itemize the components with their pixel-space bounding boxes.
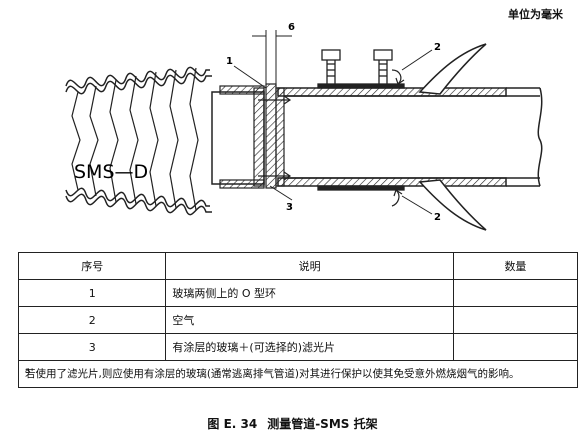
row-qty [452, 306, 579, 334]
caption-number: 图 E. 34 [207, 417, 258, 431]
bolts [317, 49, 405, 191]
parts-table: 序号 说明 数量 1 玻璃两侧上的 O 型环 2 空气 3 有涂层的玻璃＋(可选… [17, 252, 579, 388]
row-qty [452, 333, 579, 361]
dimension-6 [252, 30, 292, 84]
footnote-text: 若使用了滤光片,则应使用有涂层的玻璃(通常逃离排气管道)对其进行保护以使其免受意… [25, 367, 520, 380]
row-no: 3 [17, 333, 167, 361]
callout-3: 3 [286, 202, 293, 213]
table-row: 3 有涂层的玻璃＋(可选择的)滤光片 [17, 333, 579, 361]
row-qty [452, 279, 579, 307]
header-no: 序号 [17, 252, 167, 280]
leader-lines [233, 49, 433, 215]
table-row: 2 空气 [17, 306, 579, 334]
corrugated-hose [65, 66, 212, 216]
footnote: a 若使用了滤光片,则应使用有涂层的玻璃(通常逃离排气管道)对其进行保护以使其免… [18, 360, 578, 388]
sheath-blades [418, 43, 487, 231]
sms-label: SMS—D [74, 161, 148, 183]
table-row: 1 玻璃两侧上的 O 型环 [17, 279, 579, 307]
footnote-mark: a [25, 366, 30, 375]
row-desc: 有涂层的玻璃＋(可选择的)滤光片 [165, 333, 454, 361]
unit-note: 单位为毫米 [508, 8, 563, 21]
measuring-pipe [277, 87, 543, 187]
dimension-label: 6 [288, 22, 295, 33]
footnote-row: a 若使用了滤光片,则应使用有涂层的玻璃(通常逃离排气管道)对其进行保护以使其免… [18, 360, 578, 388]
caption-title: 测量管道-SMS 托架 [267, 417, 378, 431]
technical-drawing: SMS—D [65, 22, 543, 231]
figure-caption: 图 E. 34 测量管道-SMS 托架 [0, 415, 585, 432]
row-desc: 玻璃两侧上的 O 型环 [165, 279, 454, 307]
header-desc: 说明 [165, 252, 454, 280]
row-no: 2 [17, 306, 167, 334]
callout-1: 1 [226, 56, 233, 67]
table-header-row: 序号 说明 数量 [17, 252, 579, 280]
callout-2-bottom: 2 [434, 212, 441, 223]
row-desc: 空气 [165, 306, 454, 334]
callout-2-top: 2 [434, 42, 441, 53]
flow-arrows [258, 69, 405, 207]
row-no: 1 [17, 279, 167, 307]
header-qty: 数量 [452, 252, 579, 280]
